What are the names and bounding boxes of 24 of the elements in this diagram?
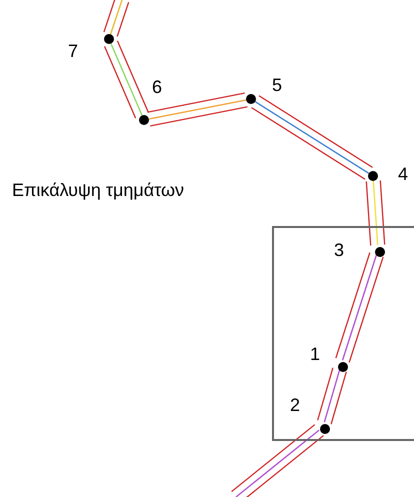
point-marker [246,94,256,104]
route-centerline [324,370,340,422]
route-centerline [236,430,320,497]
point-number: 5 [272,76,282,94]
route-centerline [372,180,378,246]
point-number: 4 [398,165,408,183]
caption-text: Επικάλυψη τμημάτων [12,180,184,201]
route-centerline [148,99,246,120]
point-marker [375,247,385,257]
route-centerline [342,254,378,360]
route-centerline [254,101,370,174]
route-centerline [110,43,143,116]
point-number: 3 [334,241,344,259]
point-number: 6 [152,78,162,96]
frame-rectangle [272,226,414,441]
point-number: 2 [290,396,300,414]
route-centerline [110,0,123,34]
point-number: 1 [310,345,320,363]
point-marker [338,362,348,372]
point-marker [368,171,378,181]
point-marker [104,34,114,44]
point-number: 7 [68,42,78,60]
point-marker [320,424,330,434]
point-marker [139,115,149,125]
